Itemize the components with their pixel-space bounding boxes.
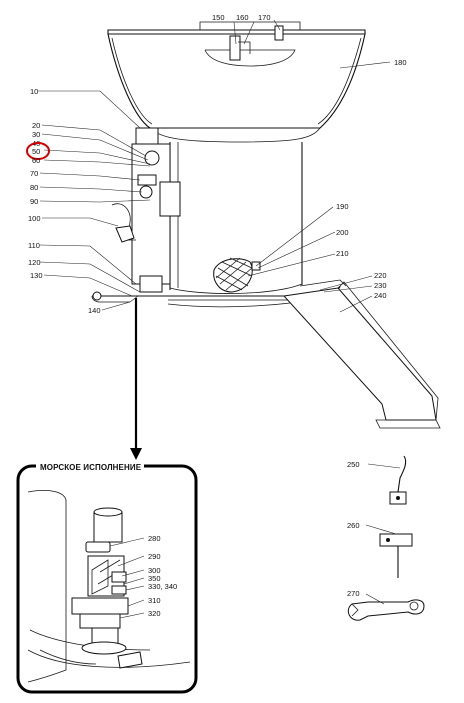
callout-70: 70 bbox=[30, 169, 38, 178]
tool-250-wire-hook: 250 bbox=[347, 455, 407, 505]
callout-10: 10 bbox=[30, 87, 38, 96]
callout-230: 230 bbox=[374, 281, 387, 290]
callout-labels-inset: 280 290 300 350 330, 340 310 320 bbox=[148, 534, 177, 618]
callout-180: 180 bbox=[394, 58, 407, 67]
left-mechanism bbox=[111, 127, 181, 293]
tool-260-t-key: 260 bbox=[347, 521, 413, 578]
leader-lines-inset bbox=[109, 537, 145, 619]
highlight-circle-50 bbox=[26, 142, 50, 160]
callout-240: 240 bbox=[374, 291, 387, 300]
callout-100: 100 bbox=[28, 214, 41, 223]
callout-90: 90 bbox=[30, 197, 38, 206]
callout-210: 210 bbox=[336, 249, 349, 258]
callout-60: 60 bbox=[32, 156, 40, 165]
callout-150: 150 bbox=[212, 13, 225, 22]
chute bbox=[283, 279, 441, 429]
inset-marine-version: МОРСКОЕ ИСПОЛНЕНИЕ bbox=[16, 463, 198, 694]
callout-120: 120 bbox=[28, 258, 41, 267]
callout-310: 310 bbox=[148, 596, 161, 605]
callout-140: 140 bbox=[88, 306, 101, 315]
callout-110: 110 bbox=[28, 241, 40, 250]
callout-320: 320 bbox=[148, 609, 161, 618]
callout-80: 80 bbox=[30, 183, 38, 192]
callout-200: 200 bbox=[336, 228, 349, 237]
callout-260: 260 bbox=[347, 521, 360, 530]
callout-290: 290 bbox=[148, 552, 161, 561]
callout-160: 160 bbox=[236, 13, 249, 22]
callout-170: 170 bbox=[258, 13, 271, 22]
callout-30: 30 bbox=[32, 130, 40, 139]
hopper-bowl bbox=[107, 21, 366, 143]
callout-250: 250 bbox=[347, 460, 360, 469]
inset-title: МОРСКОЕ ИСПОЛНЕНИЕ bbox=[40, 463, 142, 472]
callout-280: 280 bbox=[148, 534, 161, 543]
callout-190: 190 bbox=[336, 202, 349, 211]
callout-50: 50 bbox=[32, 147, 40, 156]
callout-220: 220 bbox=[374, 271, 387, 280]
tool-270-wrench: 270 bbox=[347, 589, 425, 621]
callout-20: 20 bbox=[32, 121, 40, 130]
callout-350: 350 bbox=[148, 574, 161, 583]
callout-300: 300 bbox=[148, 566, 161, 575]
pointer-arrow bbox=[130, 298, 142, 460]
callout-130: 130 bbox=[30, 271, 43, 280]
callout-330-340: 330, 340 bbox=[148, 582, 177, 591]
callout-270: 270 bbox=[347, 589, 360, 598]
callout-labels-main: 10 20 30 40 50 60 70 80 90 100 110 120 1… bbox=[26, 13, 407, 315]
top-handle-parts bbox=[229, 25, 284, 61]
strainer-basket bbox=[213, 257, 261, 293]
inset-drawing bbox=[27, 490, 191, 683]
leader-lines-main bbox=[38, 19, 391, 313]
